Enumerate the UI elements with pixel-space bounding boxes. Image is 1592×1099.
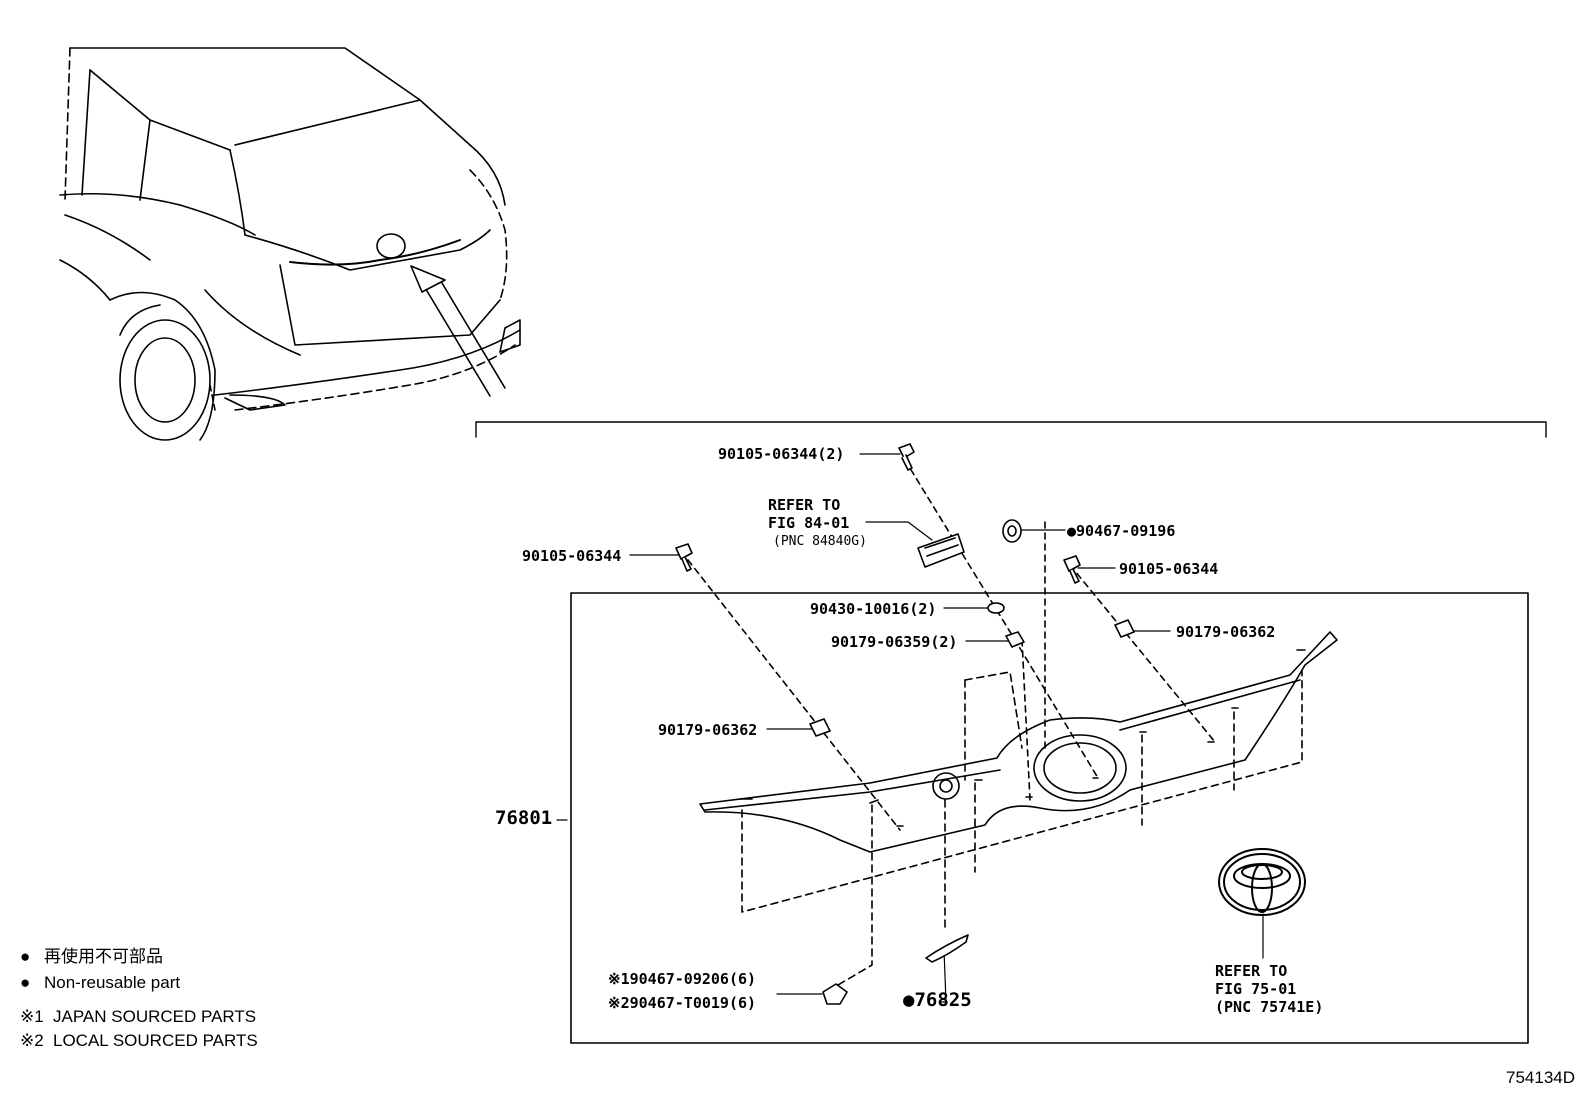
legend-text-japan: JAPAN SOURCED PARTS	[53, 1007, 257, 1026]
callout-washer: 90430-10016(2)	[810, 600, 937, 618]
assembly-frame	[570, 592, 1529, 1044]
callout-cap: ●90467-09196	[1067, 522, 1176, 540]
callout-nut-left: 90179-06362	[658, 721, 758, 739]
clip-projection-lines	[741, 669, 1303, 986]
legend-marker-nonreusable-jp: ●	[20, 947, 31, 966]
callout-bolt-left: 90105-06344	[522, 547, 622, 565]
legend-marker-local: ※2	[20, 1031, 44, 1050]
callout-bolt-right: 90105-06344	[1119, 560, 1219, 578]
figure-code: 754134D	[1506, 1068, 1576, 1087]
assembly-part-number: 76801	[495, 807, 553, 829]
refer-fig84-line3: (PNC 84840G)	[773, 534, 867, 549]
vehicle-rear-view	[59, 47, 521, 441]
callout-clip-local: ※290467-T0019(6)	[608, 994, 757, 1012]
legend-text-local: LOCAL SOURCED PARTS	[53, 1031, 258, 1050]
fastener-parts	[675, 443, 1135, 1005]
back-door-garnish-panel	[699, 631, 1338, 853]
legend-marker-nonreusable: ●	[20, 973, 31, 992]
callout-bolt-top: 90105-06344(2)	[718, 445, 845, 463]
refer-fig84-line1: REFER TO	[768, 496, 841, 514]
refer-fig75-line1: REFER TO	[1215, 962, 1288, 980]
callout-seal: ●76825	[903, 989, 972, 1011]
callout-clip-japan: ※190467-09206(6)	[608, 970, 757, 988]
refer-fig75-line2: FIG 75-01	[1215, 980, 1297, 998]
toyota-emblem	[1218, 848, 1306, 916]
callout-nut-center: 90179-06359(2)	[831, 633, 958, 651]
refer-fig84-line2: FIG 84-01	[768, 514, 850, 532]
callout-nut-right: 90179-06362	[1176, 623, 1276, 641]
legend-text-nonreusable: Non-reusable part	[44, 973, 181, 992]
legend-marker-japan: ※1	[20, 1007, 44, 1026]
refer-fig75-line3: (PNC 75741E)	[1215, 998, 1324, 1016]
legend-text-nonreusable-jp: 再使用不可部品	[44, 947, 163, 966]
callout-leaders	[556, 453, 1264, 1003]
